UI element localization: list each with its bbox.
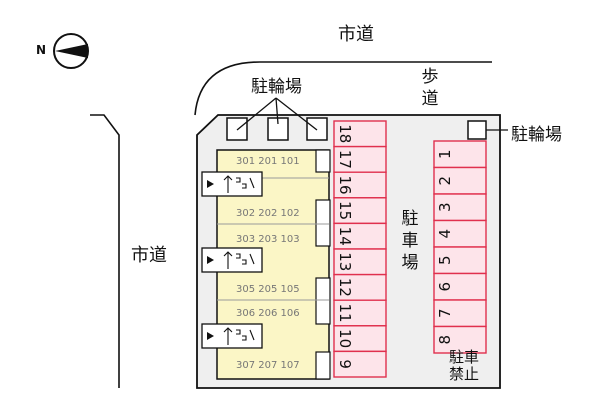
west-road-edge xyxy=(90,114,120,388)
parking-space xyxy=(433,219,487,248)
parking-space-number: 11 xyxy=(336,303,354,322)
unit-numbers: 302 202 102 xyxy=(236,208,300,219)
unit-numbers: 306 206 106 xyxy=(236,308,300,319)
unit-numbers: 301 201 101 xyxy=(236,156,300,167)
unit-numbers: 305 205 105 xyxy=(236,284,300,295)
parking-space-number: 7 xyxy=(436,308,454,318)
bicycle-parking-label-right: 駐輪場 xyxy=(511,125,562,145)
parking-space xyxy=(333,273,387,301)
apartment-building: 301 201 101 302 202 102 303 203 103 305 … xyxy=(201,149,331,380)
parking-space xyxy=(433,272,487,301)
bicycle-rack-right xyxy=(467,120,508,140)
parking-space-number: 6 xyxy=(436,282,454,292)
parking-space-number: 16 xyxy=(336,175,354,194)
parking-space-number: 8 xyxy=(436,335,454,345)
parking-space-number: 2 xyxy=(436,176,454,186)
bicycle-parking-label-top: 駐輪場 xyxy=(251,77,302,97)
unit-numbers: 307 207 107 xyxy=(236,360,300,371)
staircase xyxy=(201,171,263,197)
north-road-edge xyxy=(194,61,492,116)
parking-lot-label: 駐車場 xyxy=(401,209,419,273)
parking-column-left: 18 17 16 15 14 13 12 11 10 9 xyxy=(333,120,387,378)
parking-space-number: 18 xyxy=(336,124,354,143)
parking-space xyxy=(333,171,387,199)
parking-space xyxy=(333,120,387,148)
compass-icon xyxy=(53,33,89,69)
parking-space xyxy=(333,350,387,378)
parking-space xyxy=(333,325,387,353)
parking-space-number: 15 xyxy=(336,201,354,220)
west-road-label: 市道 xyxy=(131,245,167,266)
parking-space xyxy=(433,166,487,195)
parking-column-right: 1 2 3 4 5 6 7 8 xyxy=(433,140,487,354)
parking-space-number: 9 xyxy=(336,359,354,369)
parking-space-number: 13 xyxy=(336,252,354,271)
parking-space-number: 10 xyxy=(336,329,354,348)
unit-numbers: 303 203 103 xyxy=(236,234,300,245)
no-parking-label: 駐車禁止 xyxy=(448,348,479,383)
bicycle-rack-top xyxy=(226,97,328,141)
north-road-label: 市道 xyxy=(338,24,374,45)
parking-space-number: 4 xyxy=(436,229,454,239)
staircase xyxy=(201,247,263,273)
parking-space-number: 5 xyxy=(436,255,454,265)
parking-space-number: 12 xyxy=(336,278,354,297)
parking-space xyxy=(333,299,387,327)
staircase xyxy=(201,323,263,349)
parking-space xyxy=(433,325,487,354)
parking-space xyxy=(333,197,387,225)
parking-space xyxy=(433,246,487,275)
parking-space-number: 1 xyxy=(436,149,454,159)
parking-space-number: 17 xyxy=(336,150,354,169)
parking-space xyxy=(333,248,387,276)
sidewalk-label: 歩道 xyxy=(421,67,439,109)
parking-space-number: 3 xyxy=(436,202,454,212)
compass-north-label: N xyxy=(36,43,47,57)
parking-space-number: 14 xyxy=(336,227,354,246)
